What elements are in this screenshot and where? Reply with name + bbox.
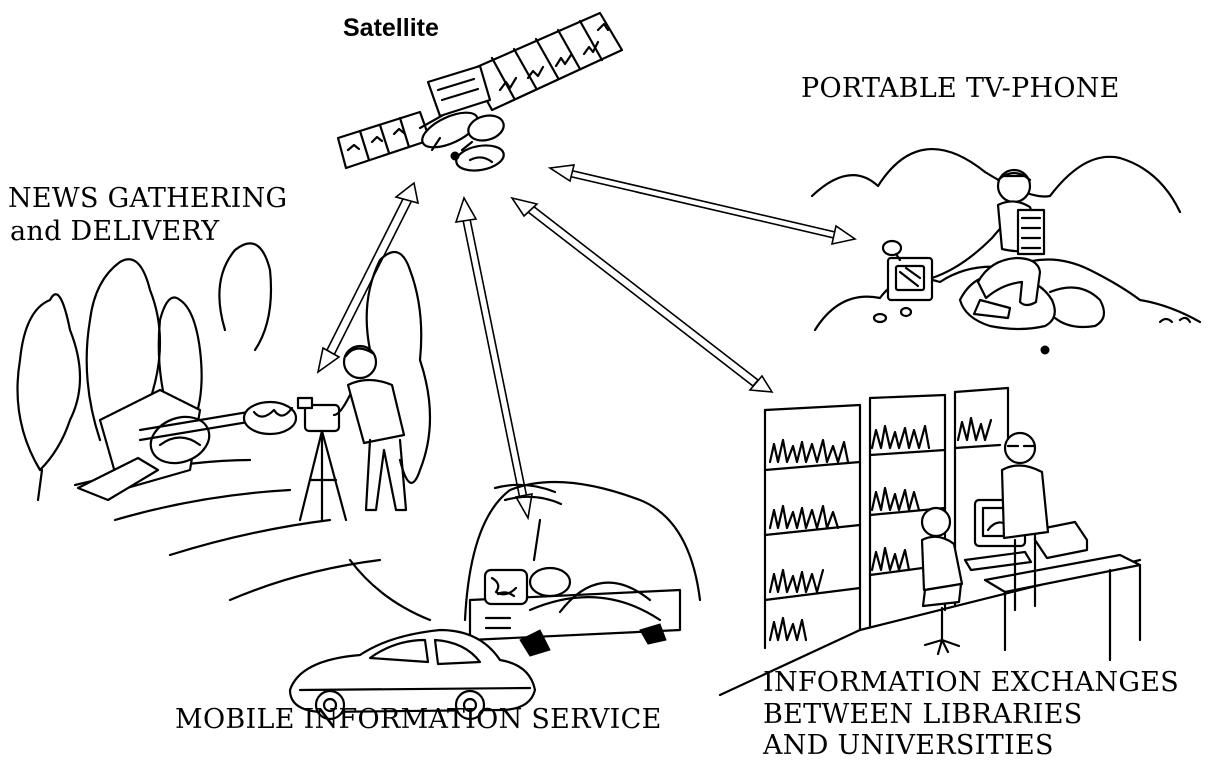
information-exchange-label-line3: AND UNIVERSITIES: [763, 730, 1054, 761]
satellite-icon: [336, 11, 624, 172]
information-exchange-label-line2: BETWEEN LIBRARIES: [763, 699, 1083, 730]
dashboard-icon: [463, 480, 702, 657]
arrow-satellite-mobile: [454, 196, 533, 521]
arrow-satellite-portable: [547, 164, 857, 246]
mobile-information-label: MOBILE INFORMATION SERVICE: [175, 704, 662, 735]
news-gathering-label-line1: NEWS GATHERING: [8, 183, 288, 214]
link-arrows: [316, 164, 857, 521]
car-icon: [288, 628, 537, 721]
arrow-satellite-news: [316, 181, 420, 374]
hiker-icon: [810, 148, 1202, 355]
arrow-satellite-library: [510, 196, 774, 393]
information-exchange-label-line1: INFORMATION EXCHANGES: [763, 667, 1180, 698]
satellite-label: Satellite: [343, 14, 439, 42]
library-icon: [718, 386, 1142, 697]
news-gathering-label-line2: and DELIVERY: [10, 216, 220, 247]
camera-operator-icon: [16, 242, 432, 622]
portable-tv-phone-label: PORTABLE TV-PHONE: [801, 73, 1120, 104]
